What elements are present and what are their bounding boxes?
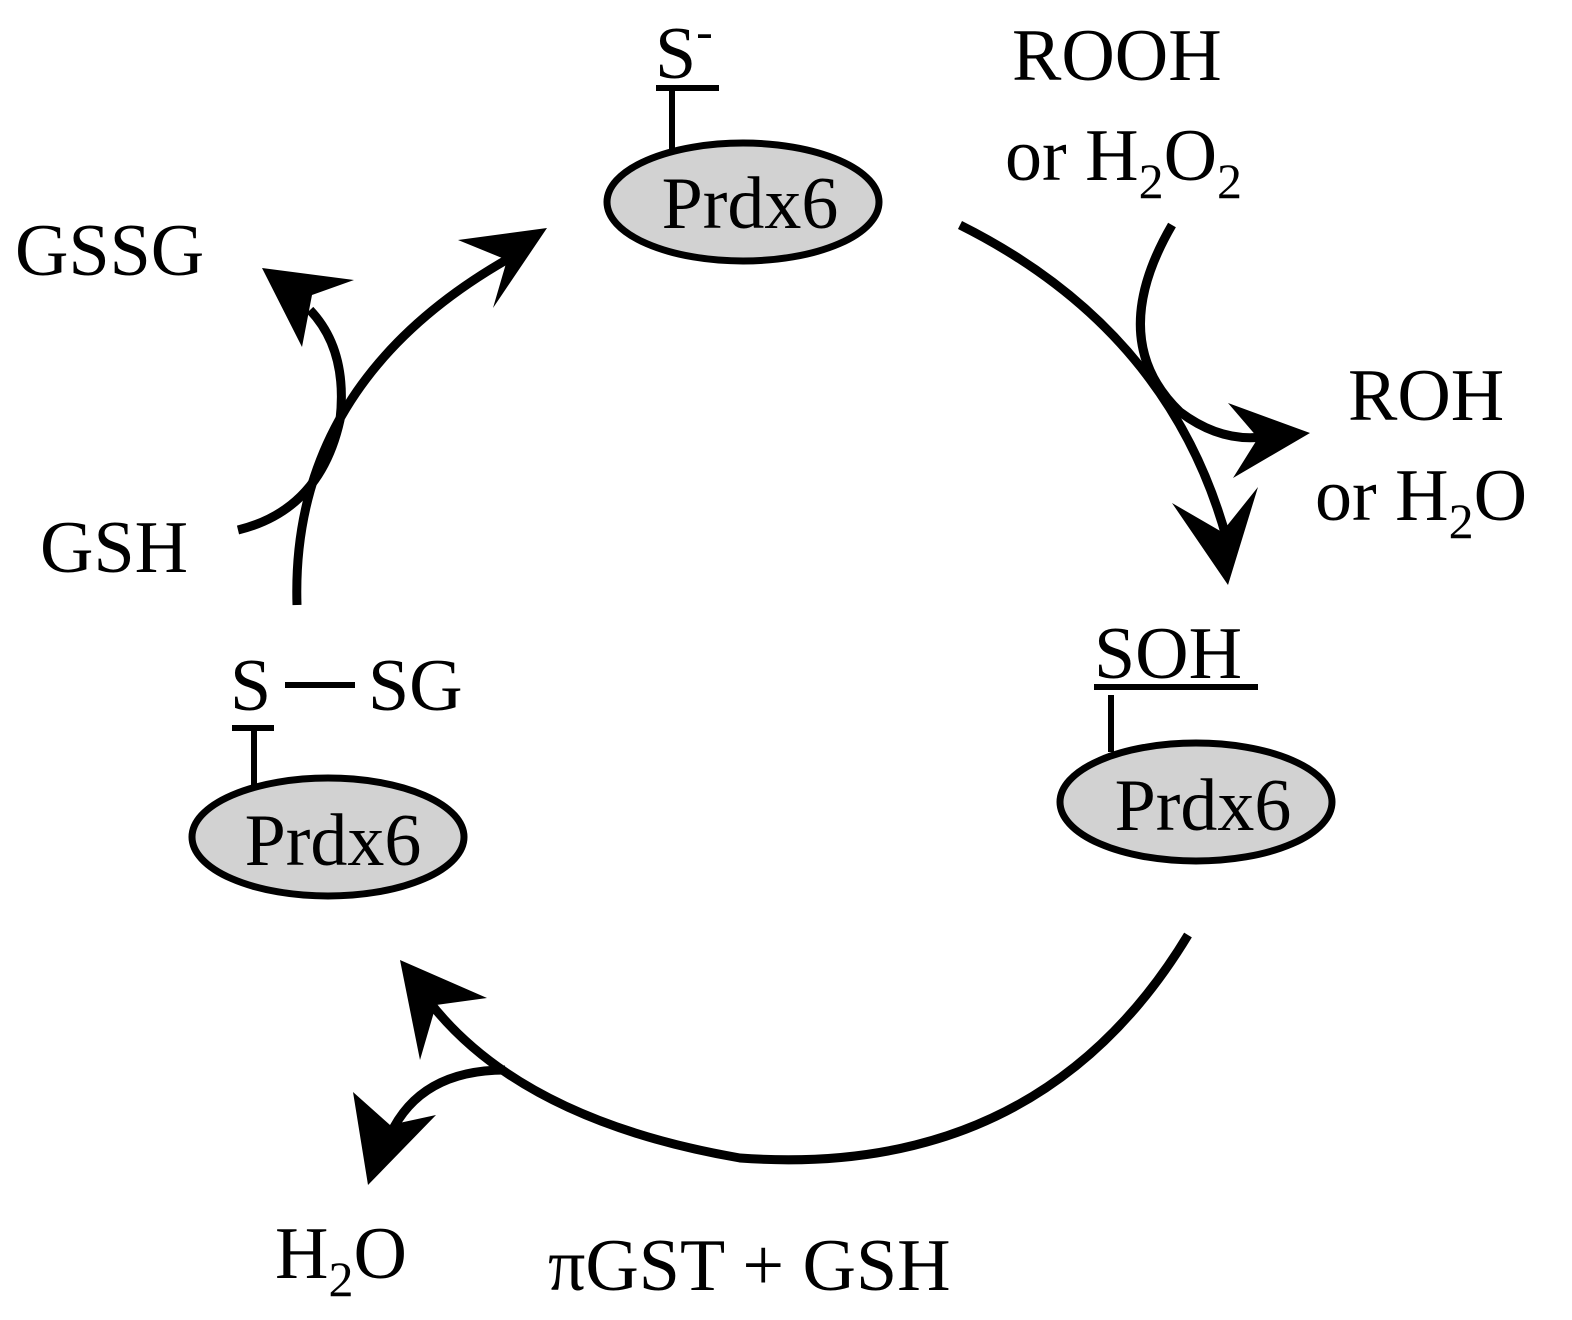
cycle-arrow-reduction xyxy=(292,251,518,606)
water-side-arrow-head xyxy=(353,1092,436,1185)
prdx6-glutathionylated-label: Prdx6 xyxy=(245,800,422,882)
water-side-arrow xyxy=(385,1065,506,1137)
product-label-line1: ROH xyxy=(1348,355,1504,437)
water-sub: 2 xyxy=(328,1251,353,1307)
product-line2-prefix: or H xyxy=(1315,455,1449,537)
prdx6-oxidized-label: Prdx6 xyxy=(1115,765,1292,847)
substrate-label-line1: ROOH xyxy=(1012,15,1222,97)
prdx6-oxidized-ellipse xyxy=(1056,739,1336,865)
thiolate-label: S- xyxy=(655,3,713,95)
water-prefix: H xyxy=(275,1213,328,1295)
sulfur-label: S xyxy=(230,645,271,727)
substrate-line2-sub1: 2 xyxy=(1139,153,1164,209)
substrate-label-line2: or H2O2 xyxy=(1005,115,1242,209)
substrate-side-arrow-head xyxy=(1228,403,1310,478)
cycle-arrow-glutathionylation-head xyxy=(400,960,487,1060)
thiolate-charge: - xyxy=(696,3,713,59)
glutathione-label: SG xyxy=(368,645,463,727)
gsh-side-arrow-head xyxy=(262,268,354,347)
cycle-arrow-reduction-head xyxy=(458,228,547,308)
product-label-line2: or H2O xyxy=(1315,455,1527,549)
prdx6-reduced-ellipse xyxy=(603,139,883,265)
prdx6-reduced-label: Prdx6 xyxy=(662,163,839,245)
gssg-label: GSSG xyxy=(15,210,204,292)
product-line2-suffix: O xyxy=(1474,455,1527,537)
cycle-arrow-oxidation-head xyxy=(1172,487,1258,585)
cycle-arrow-glutathionylation xyxy=(424,932,1192,1165)
water-label: H2O xyxy=(275,1213,407,1307)
substrate-line2-prefix: or H xyxy=(1005,115,1139,197)
product-line2-sub: 2 xyxy=(1449,493,1474,549)
reductant-label: πGST + GSH xyxy=(548,1225,951,1307)
water-suffix: O xyxy=(353,1213,406,1295)
prdx6-glutathionylated-ellipse xyxy=(188,774,468,900)
cycle-arrow-oxidation xyxy=(957,220,1232,542)
prdx6-reduced: S- Prdx6 xyxy=(603,3,883,265)
thiolate-group: S xyxy=(655,13,696,95)
gsh-label: GSH xyxy=(40,507,188,589)
substrate-side-arrow xyxy=(1135,222,1263,443)
prdx6-oxidized: SOH Prdx6 xyxy=(1056,613,1336,865)
gsh-side-arrow xyxy=(236,306,346,535)
substrate-line2-sub2: 2 xyxy=(1217,153,1242,209)
prdx6-glutathionylated: S SG Prdx6 xyxy=(188,645,468,900)
substrate-line2-mid: O xyxy=(1164,115,1217,197)
sulfenic-acid-label: SOH xyxy=(1094,613,1242,695)
